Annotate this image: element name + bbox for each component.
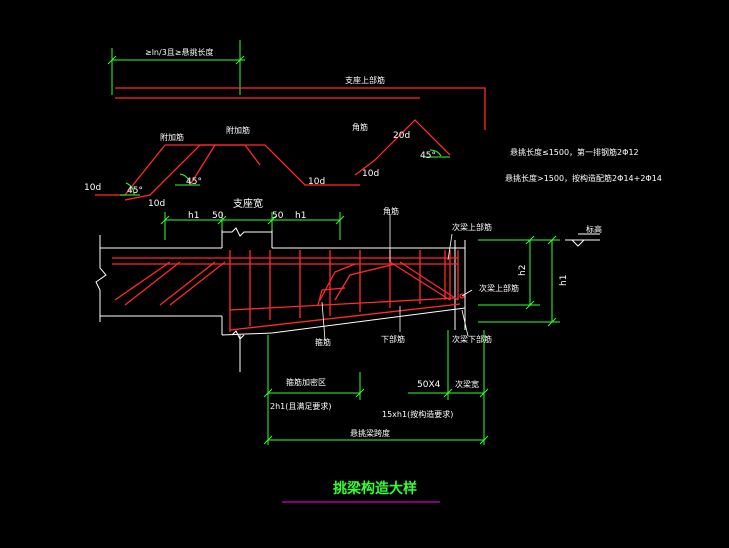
bent-bar-2-label: 附加筋 xyxy=(226,125,250,135)
bent-bars xyxy=(95,119,451,201)
bottom-bar-label: 下部筋 xyxy=(381,334,405,344)
h1-right-label: h1 xyxy=(295,211,306,221)
level-mark-label: 标高 xyxy=(586,224,602,234)
hook-20d-label: 20d xyxy=(393,131,410,141)
dim-50-left: 50 xyxy=(212,211,224,221)
cantilever-length-label: 悬挑梁跨度 xyxy=(350,428,390,438)
beam-outline xyxy=(95,227,466,372)
h2-label: h2 xyxy=(518,265,528,276)
d10-label-a: 10d xyxy=(84,183,101,193)
corner-bar-2-label: 角筋 xyxy=(383,206,399,216)
beam-width-label: 次梁宽 xyxy=(455,379,479,389)
dim-50-right: 50 xyxy=(272,211,284,221)
d10-label-c: 10d xyxy=(308,177,325,187)
dim-15xh1: 15xh1(按构造要求) xyxy=(382,409,453,419)
angle-45-c: 45° xyxy=(420,151,436,161)
dense-zone-rule: 2h1(且满足要求) xyxy=(270,401,332,411)
stirrup-label: 箍筋 xyxy=(315,337,331,347)
corner-bar-label: 角筋 xyxy=(352,122,368,132)
top-long-bar-label: 支座上部筋 xyxy=(345,75,385,85)
top-long-bar-shape xyxy=(115,87,486,130)
drawing-title: 挑梁构造大样 xyxy=(333,480,417,497)
bent-bar-1-label: 附加筋 xyxy=(160,132,184,142)
bottom-dimensions xyxy=(263,330,489,445)
leader-lines xyxy=(321,214,473,341)
h1-left-label: h1 xyxy=(188,211,199,221)
h1-vertical-label: h1 xyxy=(559,275,569,286)
dim-50x4: 50X4 xyxy=(417,380,441,390)
beam-reinforcement xyxy=(112,250,465,332)
note-2: 悬挑长度>1500，按构造配筋2Φ14+2Φ14 xyxy=(505,173,662,183)
d10-label-d: 10d xyxy=(362,169,379,179)
top-span-label: ≥ln/3且≥悬挑长度 xyxy=(145,47,213,57)
dense-zone-label: 箍筋加密区 xyxy=(286,377,326,387)
side-mid-bar-label: 次梁上部筋 xyxy=(479,283,519,293)
note-1: 悬挑长度≤1500，第一排钢筋2Φ12 xyxy=(510,147,639,157)
angle-45-a: 45° xyxy=(127,186,143,196)
angle-markers xyxy=(120,149,450,196)
side-bottom-bar-label: 次梁下部筋 xyxy=(452,334,492,344)
d10-label-b: 10d xyxy=(148,199,165,209)
level-marker xyxy=(565,233,600,247)
support-width-label: 支座宽 xyxy=(233,197,263,210)
side-top-bar-label: 次梁上部筋 xyxy=(452,222,492,232)
right-vertical-dimensions xyxy=(478,235,560,327)
top-span-dimension xyxy=(107,40,245,95)
angle-45-b: 45° xyxy=(186,177,202,187)
